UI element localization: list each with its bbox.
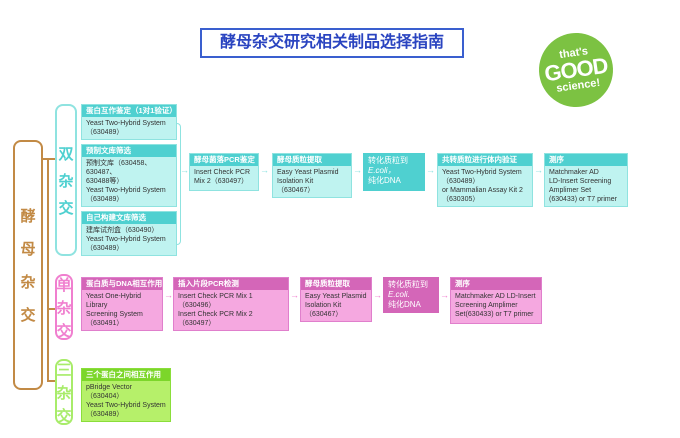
card-header: 共转质粒进行体内验证 bbox=[438, 154, 532, 166]
label: 杂 bbox=[56, 384, 72, 402]
card-header: 转化质粒到 bbox=[368, 156, 408, 165]
label: 交 bbox=[56, 407, 72, 425]
connector bbox=[47, 158, 49, 382]
connector bbox=[43, 158, 49, 160]
connector bbox=[47, 308, 56, 310]
page-title: 酵母杂交研究相关制品选择指南 bbox=[200, 28, 464, 58]
card-body: 纯化DNA bbox=[368, 176, 401, 185]
one-hybrid-label: 单 杂 交 bbox=[55, 274, 73, 340]
card-body: Yeast Two-Hybrid System （630489） bbox=[86, 120, 166, 136]
two-hybrid-input-card: 蛋白互作鉴定（1对1验证） Yeast Two-Hybrid System （6… bbox=[81, 104, 177, 140]
label: 双 bbox=[58, 145, 74, 163]
one-hybrid-step: 转化质粒到 E.coli. 纯化DNA bbox=[383, 277, 439, 313]
card-header: 自己构建文库筛选 bbox=[82, 212, 176, 224]
card-header: 蛋白质与DNA相互作用 bbox=[82, 278, 162, 290]
one-hybrid-step: 蛋白质与DNA相互作用 Yeast One-Hybrid Library Scr… bbox=[81, 277, 163, 331]
label: 酵 bbox=[20, 208, 36, 225]
card-header: 测序 bbox=[545, 154, 627, 166]
arrow-icon: → bbox=[353, 165, 362, 175]
card-header: 插入片段PCR检测 bbox=[174, 278, 288, 290]
two-hybrid-step: 酵母质粒提取 Easy Yeast Plasmid Isolation Kit（… bbox=[272, 153, 352, 198]
card-body: Insert Check PCR Mix 2（630497） bbox=[194, 169, 251, 185]
label: 交 bbox=[56, 322, 72, 340]
one-hybrid-step: 测序 Matchmaker AD LD-Insert Screening Amp… bbox=[450, 277, 542, 324]
card-body: 建库试剂盒（630490） Yeast Two-Hybrid System （6… bbox=[86, 227, 166, 252]
two-hybrid-step: 酵母菌落PCR鉴定 Insert Check PCR Mix 2（630497） bbox=[189, 153, 259, 191]
card-body: Insert Check PCR Mix 1（630496） Insert Ch… bbox=[178, 293, 253, 327]
arrow-icon: → bbox=[373, 290, 382, 300]
label: 三 bbox=[56, 361, 72, 379]
card-header: 预制文库筛选 bbox=[82, 145, 176, 157]
label: 单 bbox=[56, 276, 72, 294]
label: 母 bbox=[20, 241, 36, 258]
label: 杂 bbox=[56, 299, 72, 317]
card-body: Matchmaker AD LD-Insert Screening Amplim… bbox=[549, 169, 617, 203]
arrow-icon: → bbox=[260, 165, 269, 175]
connector bbox=[47, 158, 56, 160]
card-header: 蛋白互作鉴定（1对1验证） bbox=[82, 105, 176, 117]
card-body: 纯化DNA bbox=[388, 300, 421, 309]
two-hybrid-step: 共转质粒进行体内验证 Yeast Two-Hybrid System （6304… bbox=[437, 153, 533, 207]
label: 交 bbox=[58, 199, 74, 217]
arrow-icon: → bbox=[164, 290, 173, 300]
card-body: E.coli. bbox=[388, 290, 410, 299]
one-hybrid-step: 插入片段PCR检测 Insert Check PCR Mix 1（630496）… bbox=[173, 277, 289, 331]
card-body: Easy Yeast Plasmid Isolation Kit（630467） bbox=[277, 169, 339, 194]
two-hybrid-step: 测序 Matchmaker AD LD-Insert Screening Amp… bbox=[544, 153, 628, 207]
arrow-icon: → bbox=[180, 165, 189, 175]
two-hybrid-input-card: 自己构建文库筛选 建库试剂盒（630490） Yeast Two-Hybrid … bbox=[81, 211, 177, 256]
arrow-icon: → bbox=[440, 290, 449, 300]
connector bbox=[47, 380, 56, 382]
arrow-icon: → bbox=[290, 290, 299, 300]
one-hybrid-step: 酵母质粒提取 Easy Yeast Plasmid Isolation Kit（… bbox=[300, 277, 372, 322]
card-body: Matchmaker AD LD-Insert Screening Amplim… bbox=[455, 293, 536, 318]
card-header: 测序 bbox=[451, 278, 541, 290]
two-hybrid-step: 转化质粒到 E.coli， 纯化DNA bbox=[363, 153, 425, 191]
card-body: Yeast Two-Hybrid System （630489） or Mamm… bbox=[442, 169, 523, 203]
logo: that's GOOD science! bbox=[534, 28, 618, 112]
three-hybrid-label: 三 杂 交 bbox=[55, 359, 73, 425]
card-header: 转化质粒到 bbox=[388, 280, 428, 289]
card-body: 预制文库（630458、630487、 630488等） Yeast Two-H… bbox=[86, 160, 166, 203]
card-header: 酵母菌落PCR鉴定 bbox=[190, 154, 258, 166]
card-header: 三个蛋白之间相互作用 bbox=[82, 369, 170, 381]
label: 杂 bbox=[20, 274, 36, 291]
card-header: 酵母质粒提取 bbox=[301, 278, 371, 290]
card-body: E.coli， bbox=[368, 166, 396, 175]
two-hybrid-input-card: 预制文库筛选 预制文库（630458、630487、 630488等） Yeas… bbox=[81, 144, 177, 207]
two-hybrid-label: 双 杂 交 bbox=[55, 104, 77, 256]
card-body: Easy Yeast Plasmid Isolation Kit（630467） bbox=[305, 293, 367, 318]
arrow-icon: → bbox=[534, 165, 543, 175]
three-hybrid-card: 三个蛋白之间相互作用 pBridge Vector（630404） Yeast … bbox=[81, 368, 171, 422]
arrow-icon: → bbox=[426, 165, 435, 175]
two-hybrid-inputs: 蛋白互作鉴定（1对1验证） Yeast Two-Hybrid System （6… bbox=[81, 104, 177, 256]
card-body: pBridge Vector（630404） Yeast Two-Hybrid … bbox=[86, 384, 166, 418]
bracket bbox=[177, 123, 181, 245]
card-header: 酵母质粒提取 bbox=[273, 154, 351, 166]
label: 交 bbox=[20, 307, 36, 324]
label: 杂 bbox=[58, 172, 74, 190]
card-body: Yeast One-Hybrid Library Screening Syste… bbox=[86, 293, 143, 327]
yeast-hybrid-root: 酵 母 杂 交 bbox=[13, 140, 43, 390]
